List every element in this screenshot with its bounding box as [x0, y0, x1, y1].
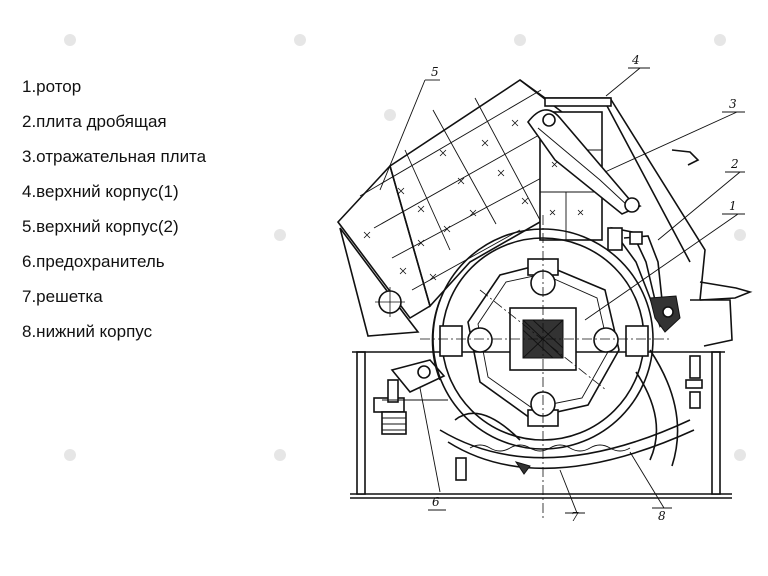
- callout-3: 3: [729, 97, 737, 111]
- parts-legend: 1.ротор 2.плита дробящая 3.отражательная…: [22, 72, 282, 352]
- callout-5: 5: [431, 65, 439, 79]
- crushing-plate: [623, 231, 681, 333]
- safety-device: [373, 355, 703, 481]
- rotor: [420, 215, 670, 520]
- legend-item-lower-housing: 8.нижний корпус: [22, 322, 153, 341]
- legend-item-grate: 7.решетка: [22, 287, 103, 306]
- callout-7: 7: [571, 510, 579, 524]
- base-frame: [350, 351, 732, 499]
- legend-item-crushing-plate: 2.плита дробящая: [22, 112, 167, 131]
- hopper-marks: [363, 119, 529, 281]
- reflecting-plate: [527, 109, 666, 328]
- legend-item-upper-housing-1: 4.верхний корпус(1): [22, 182, 179, 201]
- legend-item-safety-device: 6.предохранитель: [22, 252, 165, 271]
- grate: [439, 349, 695, 475]
- callout-2: 2: [730, 157, 739, 171]
- background-watermarks: [64, 34, 746, 461]
- callout-1: 1: [729, 199, 737, 213]
- legend-item-rotor: 1.ротор: [22, 77, 82, 96]
- callout-6: 6: [432, 495, 440, 509]
- legend-item-reflecting-plate: 3.отражательная плита: [22, 147, 207, 166]
- leader-lines: [379, 67, 745, 514]
- callout-4: 4: [631, 53, 640, 67]
- legend-item-upper-housing-2: 5.верхний корпус(2): [22, 217, 179, 236]
- callout-8: 8: [658, 509, 666, 523]
